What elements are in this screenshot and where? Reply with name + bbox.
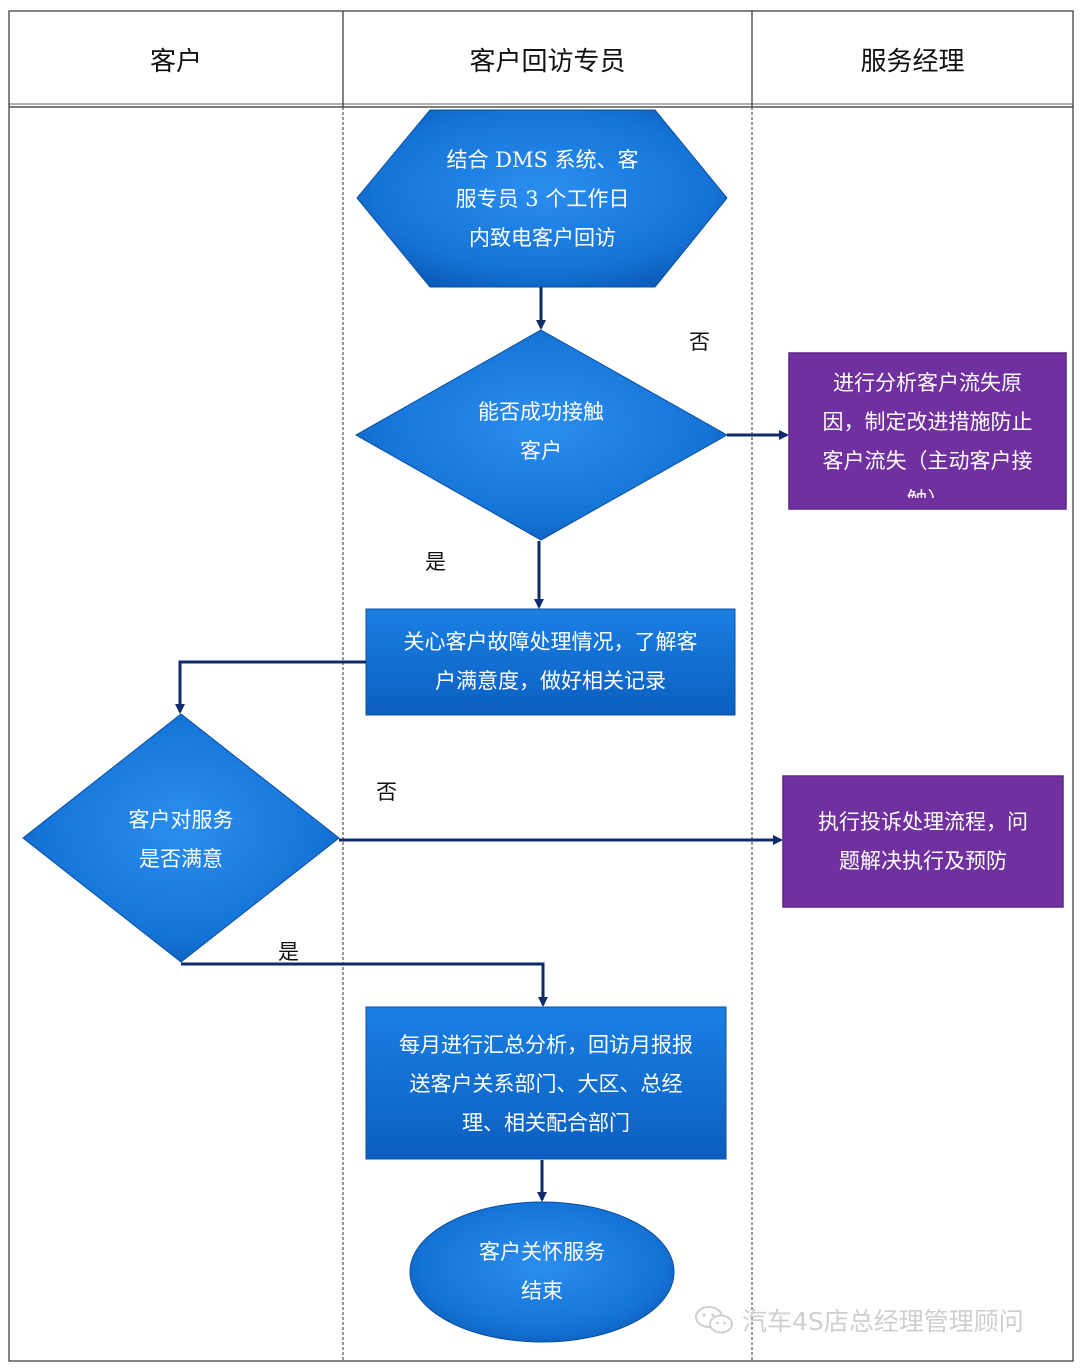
lane-header-service-manager: 服务经理 [860,46,965,77]
callback-start-text: 结合 DMS 系统、客 服专员 3 个工作日 内致电客户回访 [446,147,639,250]
watermark-text: 汽车4S店总经理管理顾问 [742,1307,1024,1336]
contact-decision-text: 能否成功接触 客户 [478,400,604,463]
lane-header-customer: 客户 [149,46,202,77]
monthly-report-box [365,1006,727,1160]
arrow-satisfied-yes [181,962,548,1007]
complaint-process-box [782,775,1064,908]
callback-start-hexagon [356,109,728,288]
edge-label-contact-no: 否 [689,330,710,354]
end-ellipse [409,1201,675,1343]
loss-analysis-box [788,352,1067,510]
lane-header-callback-specialist: 客户回访专员 [469,46,626,77]
watermark: 汽车4S店总经理管理顾问 [694,1302,1024,1338]
table-border [8,10,1074,1362]
monthly-report-text: 每月进行汇总分析，回访月报报 送客户关系部门、大区、总经 理、相关配合部门 [399,1032,693,1135]
edge-label-contact-yes: 是 [425,550,446,574]
arrow-care-to-satisfied [175,660,366,714]
edge-label-satisfied-no: 否 [376,780,397,804]
loss-analysis-text: 进行分析客户流失原 因，制定改进措施防止 客户流失（主动客户接 触） [822,371,1033,498]
care-record-text: 关心客户故障处理情况，了解客 户满意度，做好相关记录 [403,630,698,693]
care-record-box [365,608,736,716]
wechat-icon [695,1306,733,1334]
end-text: 客户关怀服务 结束 [479,1240,605,1303]
satisfied-decision-diamond [22,713,340,963]
edge-label-satisfied-yes: 是 [278,940,299,964]
complaint-process-text: 执行投诉处理流程，问 题解决执行及预防 [818,810,1028,873]
satisfied-decision-text: 客户对服务 是否满意 [128,808,234,871]
contact-decision-diamond [354,329,729,541]
